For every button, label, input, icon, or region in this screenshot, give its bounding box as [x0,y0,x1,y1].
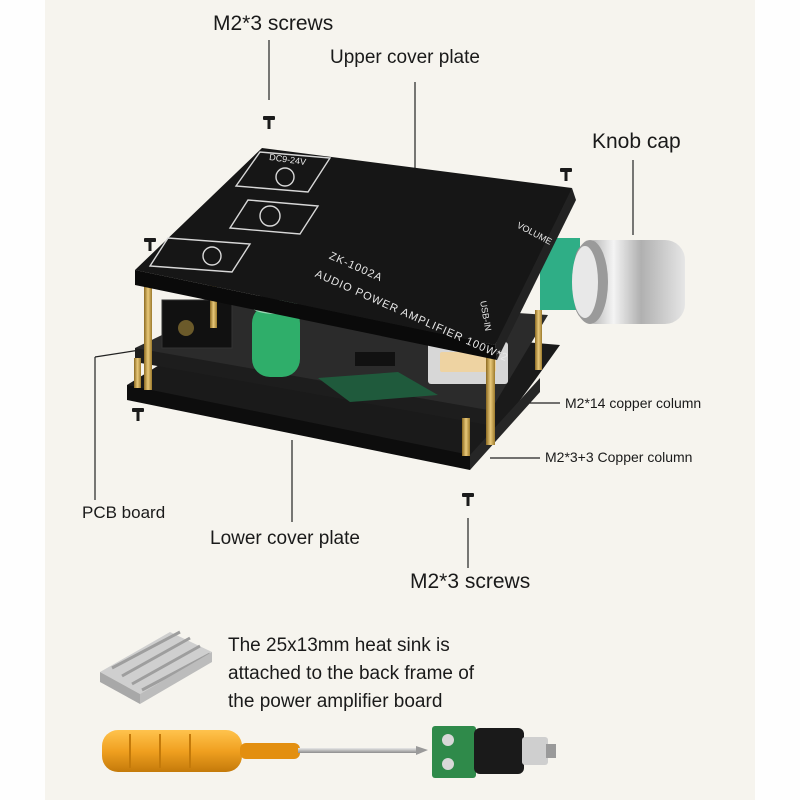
label-screws-bottom: M2*3 screws [410,570,531,593]
knob-cap [572,240,685,324]
label-upper-cover-plate: Upper cover plate [330,47,480,68]
heatsink-note-line-1: The 25x13mm heat sink is [228,635,450,656]
heat-sink [100,630,212,704]
label-screws-top: M2*3 screws [213,12,334,35]
label-pcb-board: PCB board [82,503,166,522]
screw-icon [144,238,156,251]
left-margin [0,0,45,800]
label-copper-column-33: M2*3+3 Copper column [545,449,693,465]
screw-icon [263,116,275,129]
capacitor [252,305,300,377]
screw-icon [560,168,572,181]
leader-lines [94,40,634,568]
right-margin [755,0,800,800]
upper-cover-plate [135,148,576,360]
label-lower-cover-plate: Lower cover plate [210,528,360,549]
screws [132,116,572,506]
label-copper-column-14: M2*14 copper column [565,395,702,411]
label-knob-cap: Knob cap [592,130,681,153]
screwdriver [102,730,428,772]
screw-icon [132,408,144,421]
heatsink-note-line-2: attached to the back frame of [228,663,475,684]
heatsink-note: The 25x13mm heat sink is attached to the… [228,632,474,716]
screw-icon [462,493,474,506]
dc-connector [432,726,556,778]
heatsink-note-line-3: the power amplifier board [228,691,443,712]
